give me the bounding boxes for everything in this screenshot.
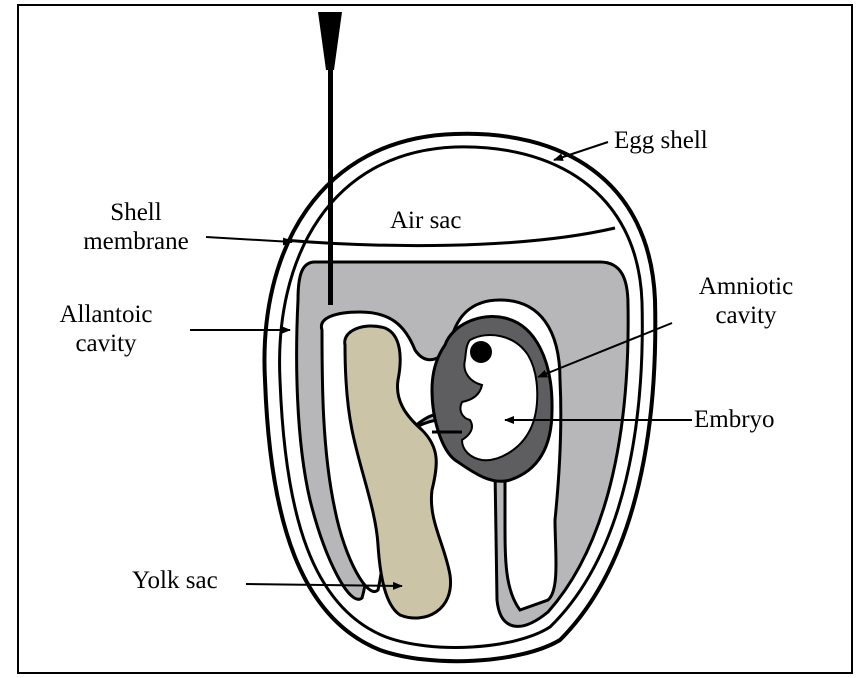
embryo-eye [470,341,492,363]
amniotic-cavity-label: Amniotic cavity [676,272,816,330]
allantoic-cavity-label-line1: Allantoic [26,300,186,329]
egg-shell-label: Egg shell [614,126,708,155]
yolk-sac-label: Yolk sac [132,566,218,595]
shell-membrane-label-line1: Shell [66,198,206,227]
amniotic-cavity-label-line2: cavity [676,301,816,330]
allantoic-cavity-label: Allantoic cavity [26,300,186,358]
allantoic-cavity-label-line2: cavity [26,329,186,358]
shell-membrane-label-line2: membrane [66,227,206,256]
amniotic-cavity-label-line1: Amniotic [676,272,816,301]
air-sac-label: Air sac [390,206,462,235]
embryo-label: Embryo [694,405,775,434]
shell-membrane-label: Shell membrane [66,198,206,256]
shell-membrane-pointer [206,237,292,242]
